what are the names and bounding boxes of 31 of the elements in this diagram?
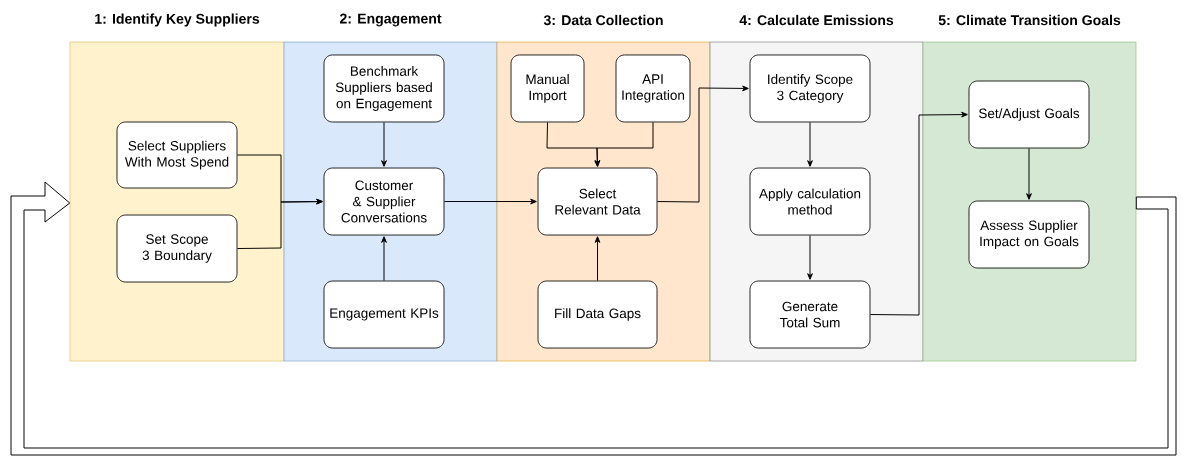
arrow [594,121,654,167]
arrow [381,121,387,167]
process-box: Select Suppliers With Most Spend [116,121,238,189]
process-box: Customer & Supplier Conversations [323,167,445,236]
arrow [1026,147,1032,200]
lane-heading: 3: Data Collection [543,14,663,26]
arrow [869,111,968,316]
process-box: Identify Scope 3 Category [749,54,871,123]
lane-heading: 1: Identify Key Suppliers [95,13,260,27]
arrow [807,234,813,280]
process-box: Apply calculation method [749,167,871,236]
process-box: Manual Import [510,54,585,123]
process-box: Fill Data Gaps [537,280,658,349]
arrow [381,236,387,282]
process-box: Set/Adjust Goals [968,80,1090,149]
arrow [594,236,601,282]
arrow [807,121,813,167]
process-box: Engagement KPIs [323,280,445,349]
arrow [443,198,537,205]
lane-heading: 5: Climate Transition Goals [938,14,1121,26]
arrow [236,198,323,249]
feedback-arrow [10,181,1177,456]
process-box: Benchmark Suppliers based on Engagement [323,54,445,123]
process-box: API Integration [615,54,691,123]
process-box: Assess Supplier Impact on Goals [968,200,1090,269]
arrow [656,85,749,203]
process-box: Generate Total Sum [749,280,871,349]
process-box: Set Scope 3 Boundary [116,214,238,283]
lane-heading: 4: Calculate Emissions [739,14,894,26]
process-box: Select Relevant Data [537,167,658,236]
lane-heading: 2: Engagement [340,13,442,27]
